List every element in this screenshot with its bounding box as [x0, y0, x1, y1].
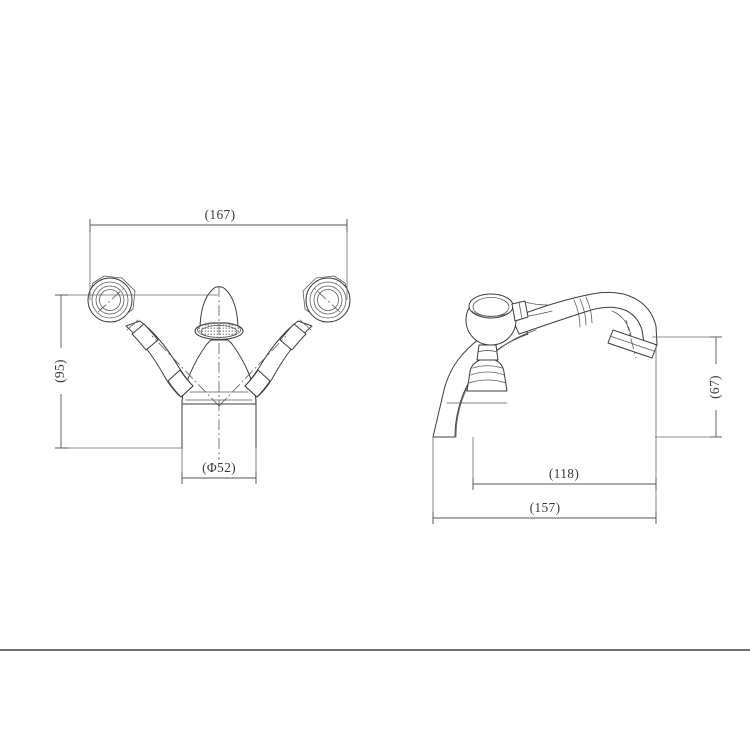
front-right-lever-cuff: [244, 369, 271, 398]
front-elevation-view: (167) (95) (Φ52): [52, 207, 351, 484]
side-pedestal-ring-3: [472, 365, 503, 369]
dim-95-text-mask: [53, 348, 70, 394]
dim-67-text-mask: [708, 364, 725, 410]
front-left-axis-centerline: [151, 335, 220, 407]
dimension-front-width: (167): [89, 207, 348, 300]
side-handle-top-ellipse-inner: [472, 297, 510, 317]
front-left-handle: [87, 275, 194, 398]
side-spout-arm: [511, 291, 658, 359]
side-handle-collar-bottom-arc: [527, 310, 553, 317]
dim-118-text-mask: [535, 466, 595, 483]
dim-phi52-text-mask: [190, 460, 250, 477]
dimension-label-spout-height: (67): [707, 375, 722, 399]
dimension-overall-depth: (157): [432, 437, 657, 524]
dimension-spout-reach: (118): [472, 345, 657, 490]
side-outlet-centerline: [625, 319, 637, 359]
dimension-base-diameter: (Φ52): [181, 448, 257, 484]
front-left-head-cap: [99, 289, 121, 311]
dim-157-text-mask: [515, 500, 575, 517]
side-spout-rings: [573, 296, 593, 328]
side-elevation-view: (67) (118) (157): [432, 291, 725, 524]
dimension-label-overall-depth: (157): [530, 500, 561, 515]
side-handle-collar-line: [518, 301, 523, 320]
dimension-label-base-diameter: (Φ52): [202, 460, 236, 475]
front-right-head-cap: [317, 289, 339, 311]
dimension-label-front-height: (95): [52, 359, 67, 383]
front-right-head-centerline: [313, 287, 341, 313]
front-left-lever-cuff: [167, 369, 194, 398]
side-spout-ring-2: [579, 298, 587, 326]
front-tap-body: [181, 339, 257, 449]
side-pedestal-ring-2: [470, 371, 505, 376]
front-left-head-centerline: [97, 287, 125, 313]
side-pedestal-ring-1: [468, 379, 507, 384]
dimension-front-height: (95): [52, 294, 218, 449]
side-handle-collar: [511, 300, 529, 322]
side-handle-inner-arc: [471, 310, 512, 317]
front-right-axis-centerline: [218, 335, 287, 407]
side-neck-ring: [477, 350, 498, 353]
front-centerlines: [151, 286, 287, 462]
front-right-lever-collar: [279, 323, 307, 351]
side-handle-neck: [476, 344, 499, 361]
dimension-label-spout-reach: (118): [549, 466, 579, 481]
side-handle-assembly: [465, 293, 553, 392]
front-right-handle: [244, 275, 351, 398]
side-handle-pedestal: [466, 359, 508, 392]
side-handle-collar-top-arc: [524, 301, 549, 306]
dim-167-text-mask: [192, 207, 248, 224]
side-spout-ring-1: [573, 299, 581, 328]
front-left-lever-collar: [131, 323, 159, 351]
front-collar-highlight: [198, 322, 240, 328]
dimension-label-front-width: (167): [205, 207, 236, 222]
dimension-spout-height: (67): [652, 336, 725, 438]
side-spout-ring-3: [585, 296, 593, 324]
